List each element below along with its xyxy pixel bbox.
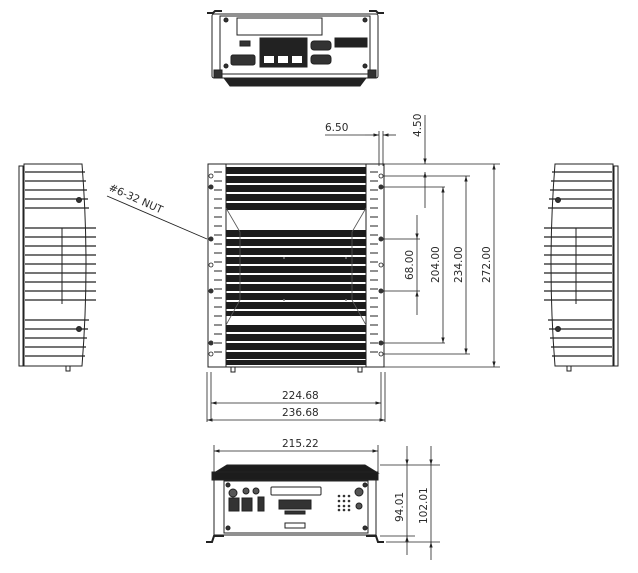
dim-label-94-01: 94.01 xyxy=(394,492,406,522)
dim-label-215-22: 215.22 xyxy=(282,438,319,450)
dimension-lines xyxy=(106,115,500,560)
dim-label-236-68: 236.68 xyxy=(282,407,319,419)
dim-label-224-68: 224.68 xyxy=(282,390,319,402)
left-side-view xyxy=(18,163,96,372)
nut-callout-label: #6-32 NUT xyxy=(107,182,165,217)
front-view xyxy=(206,464,384,543)
dim-label-4-50: 4.50 xyxy=(412,114,424,137)
top-view xyxy=(207,163,385,373)
right-side-view xyxy=(544,163,619,372)
dim-label-6-50: 6.50 xyxy=(325,122,348,134)
dim-label-272-00: 272.00 xyxy=(481,246,493,283)
dim-label-102-01: 102.01 xyxy=(418,487,430,524)
rear-view xyxy=(207,10,384,87)
dim-label-204-00: 204.00 xyxy=(430,246,442,283)
dim-label-68-00: 68.00 xyxy=(404,250,416,280)
dim-label-234-00: 234.00 xyxy=(453,246,465,283)
